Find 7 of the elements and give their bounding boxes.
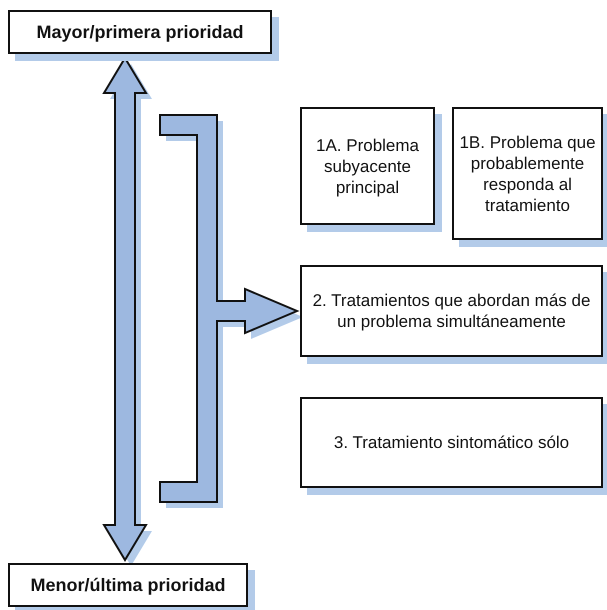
box-text: 2. Tratamientos que abordan más de un problema simultáneamente bbox=[312, 290, 592, 332]
box-text: 1A. Problema subyacente principal bbox=[315, 134, 420, 198]
bracket-arrow bbox=[159, 114, 303, 508]
box-text: 1B. Problema que probablemente responda al tratamiento bbox=[458, 132, 597, 216]
box-text: 3. Tratamiento sintomático sólo bbox=[334, 432, 570, 453]
box-text: Mayor/primera prioridad bbox=[36, 22, 244, 42]
box-text: Menor/última prioridad bbox=[30, 574, 226, 596]
